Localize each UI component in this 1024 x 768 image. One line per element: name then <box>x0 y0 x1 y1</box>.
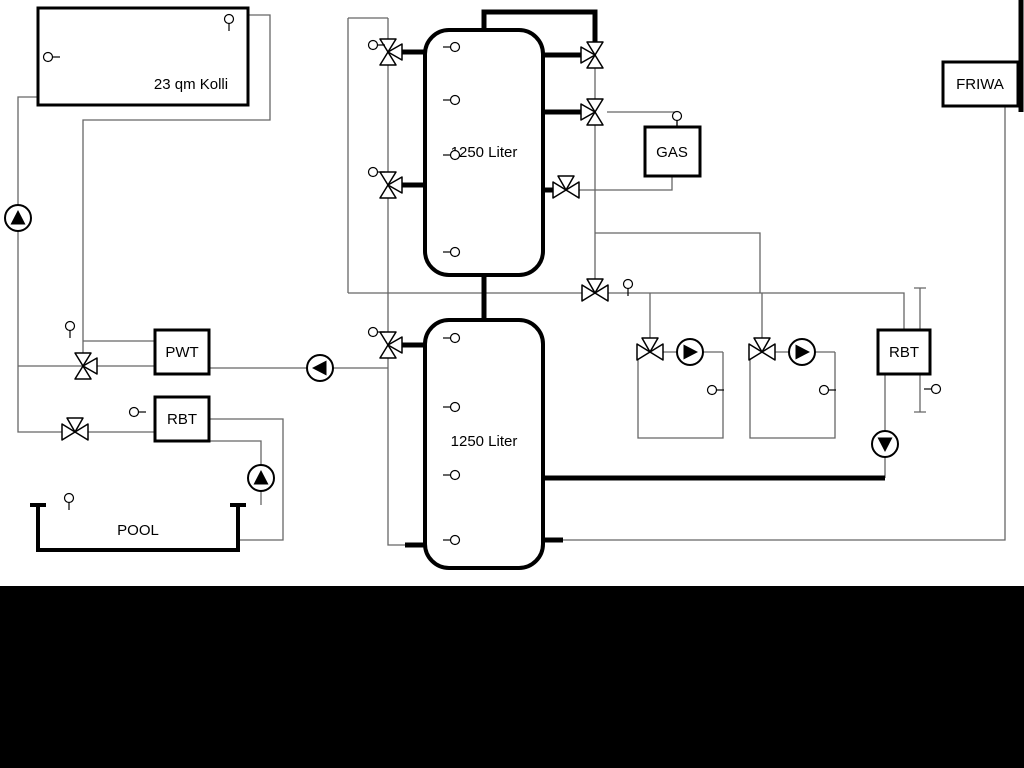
friwa-box: FRIWA <box>941 60 1020 108</box>
heating-pump-2-icon <box>788 338 816 366</box>
buffer-tank-2-label: 1250 Liter <box>451 433 518 450</box>
pipe-network-thick <box>400 0 1024 548</box>
pwt-box: PWT <box>153 328 211 376</box>
rbt-right-box: RBT <box>876 328 932 376</box>
pipe <box>82 14 271 366</box>
collector-box: 23 qm Kolli <box>36 6 250 107</box>
pwt-label: PWT <box>165 344 198 361</box>
pipe <box>209 418 284 541</box>
buffer-tank-2: 1250 Liter <box>423 318 545 570</box>
rbt-right-label: RBT <box>889 344 919 361</box>
pipe <box>348 292 905 330</box>
collector-label: 23 qm Kolli <box>154 76 228 93</box>
pool-outline <box>30 503 246 552</box>
buffer-tank-1-label: 1250 Liter <box>451 144 518 161</box>
pipe <box>637 352 724 439</box>
pool-pump-icon <box>247 464 275 492</box>
pool-tank: POOL <box>30 503 246 552</box>
pipe <box>563 106 1006 541</box>
heating-pump-1-icon <box>676 338 704 366</box>
pwt-pump-icon <box>306 354 334 382</box>
friwa-label: FRIWA <box>956 76 1004 93</box>
pipe <box>595 232 761 293</box>
pipe <box>579 176 673 191</box>
buffer-tank-1: 1250 Liter <box>423 28 545 277</box>
solar-pump-icon <box>4 204 32 232</box>
gas-boiler-label: GAS <box>656 144 688 161</box>
rbt-pump-icon <box>871 430 899 458</box>
bottom-black-band <box>0 586 1024 768</box>
gas-boiler-box: GAS <box>643 125 702 178</box>
pipe-thick <box>481 9 598 43</box>
pool-label: POOL <box>117 522 159 539</box>
rbt-left-box: RBT <box>153 395 211 443</box>
rbt-left-label: RBT <box>167 411 197 428</box>
pipe <box>749 352 836 439</box>
